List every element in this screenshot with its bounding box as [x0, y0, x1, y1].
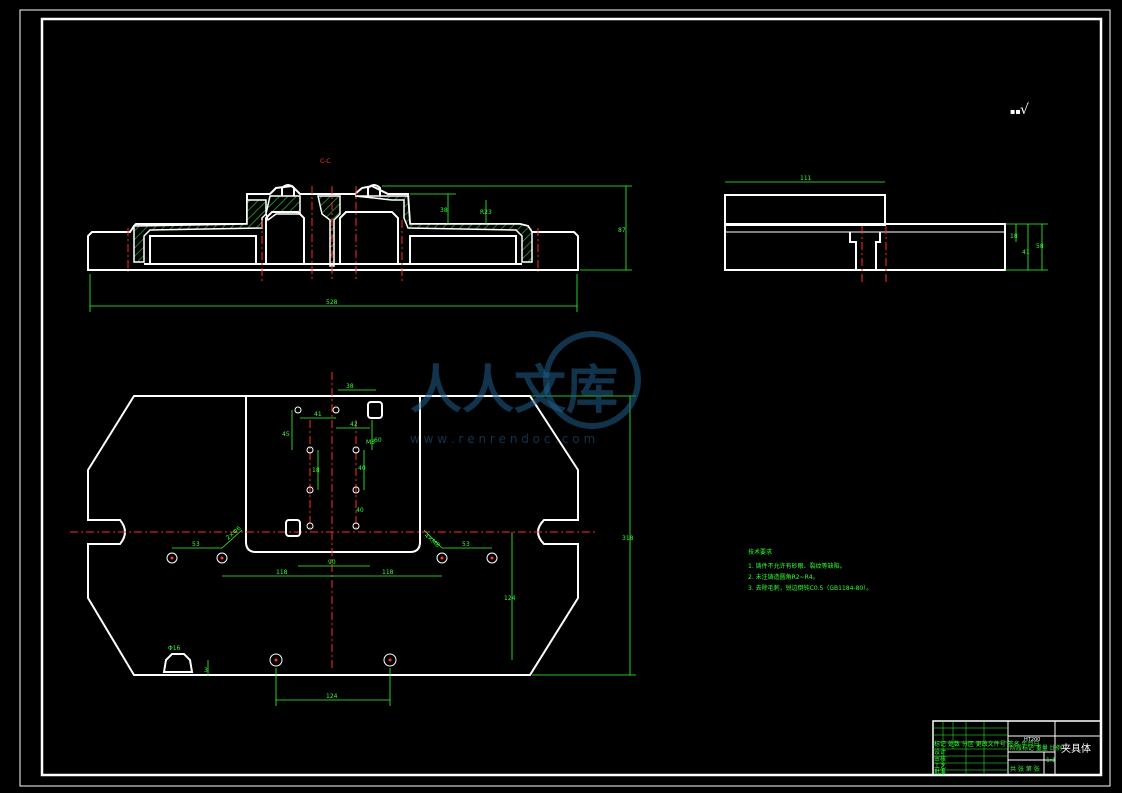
- pd-124v: 124: [504, 595, 516, 602]
- pd-40b: 40: [356, 507, 364, 514]
- pd-slot: Φ16: [168, 645, 181, 652]
- notes-heading: 技术要求: [748, 548, 772, 556]
- side-view: 111 18 41 58: [724, 175, 1048, 284]
- plan-pocket: [245, 396, 421, 553]
- pd-45: 45: [282, 431, 290, 438]
- roughness-icon: √: [1020, 102, 1029, 118]
- pd-318: 318: [622, 535, 634, 542]
- side-slot: [849, 232, 881, 270]
- pd-60: 60: [374, 437, 382, 444]
- side-top-block: [724, 194, 886, 226]
- tb-row-1: 设计: [934, 748, 946, 756]
- outer-border: [19, 9, 1111, 787]
- pd-53a: 53: [192, 541, 200, 548]
- inner-border: [40, 17, 1103, 777]
- watermark: 人人文库 w w w . r e n r e n d o c . c o m: [410, 331, 641, 446]
- note-2: 2. 未注铸造圆角R2~R4。: [748, 573, 819, 581]
- roughness-mark: ▪▪: [1010, 107, 1021, 116]
- side-dim-h1: 18: [1010, 233, 1018, 240]
- pd-hole-b-leader: [423, 529, 443, 549]
- plan-outline: [87, 395, 579, 676]
- pd-124h: 124: [326, 693, 338, 700]
- side-dim-h2: 41: [1022, 249, 1030, 256]
- section-view: C-C 528 87 38: [87, 158, 632, 312]
- tb-stage: 阶段标记 重量 比例: [1010, 744, 1062, 752]
- side-dim-width: 111: [800, 175, 812, 182]
- dim-rib: 38: [440, 207, 448, 214]
- plan-holes: [166, 401, 498, 667]
- plan-view: 38 41 42 45 60 18 40 40 53 53 90 118 118…: [70, 372, 636, 706]
- technical-notes: 技术要求 1. 铸件不允许有砂眼、裂纹等缺陷。 2. 未注铸造圆角R2~R4。 …: [748, 548, 872, 592]
- tb-part-code: HT200: [1024, 737, 1040, 743]
- tb-row-2: 审核: [934, 755, 946, 763]
- section-hatch-right: [354, 195, 533, 263]
- watermark-logo-icon: [543, 331, 641, 429]
- pd-hole-b: 4×M8: [423, 532, 441, 549]
- note-3: 3. 去除毛刺，锐边倒钝C0.5（GB1184-80）。: [748, 584, 872, 592]
- pd-90: 90: [328, 559, 336, 566]
- pd-38: 38: [346, 383, 354, 390]
- tb-part-name: 夹具体: [1061, 742, 1091, 755]
- pd-hole-a-leader: [221, 529, 243, 549]
- note-1: 1. 铸件不允许有砂眼、裂纹等缺陷。: [748, 562, 846, 570]
- section-hatch-center-left: [265, 195, 301, 222]
- pd-118b: 118: [382, 569, 394, 576]
- plan-clamp: [162, 653, 194, 673]
- tb-sheet: 共 张 第 张: [1010, 765, 1040, 773]
- dim-step: R23: [480, 209, 492, 216]
- bolt-right: [367, 184, 381, 196]
- tb-row-3: 工艺: [934, 762, 946, 770]
- tb-row-0: 标记 处数 分区 更改文件号 签名 年月日: [934, 740, 1040, 748]
- pd-53b: 53: [462, 541, 470, 548]
- cavity-center-left: [265, 211, 305, 264]
- side-base: [724, 223, 1006, 271]
- pd-42: 42: [350, 421, 358, 428]
- pd-41: 41: [314, 411, 322, 418]
- pd-118a: 118: [276, 569, 288, 576]
- side-dim-h3: 58: [1036, 243, 1044, 250]
- section-hatch-center: [317, 195, 341, 267]
- tb-row-4: 批准: [934, 768, 946, 776]
- bolt-left: [281, 184, 295, 196]
- pd-40: 40: [358, 465, 366, 472]
- pd-hole-c: M8: [366, 439, 375, 446]
- title-block: 标记 处数 分区 更改文件号 签名 年月日 设计 审核 工艺 批准 HT200 …: [932, 720, 1102, 776]
- dim-total: 528: [326, 299, 338, 306]
- cavity-left: [149, 235, 257, 264]
- cavity-right: [409, 235, 517, 264]
- watermark-url: w w w . r e n r e n d o c . c o m: [410, 432, 595, 446]
- dim-height: 87: [618, 227, 626, 234]
- tb-scale: 1:1: [1046, 757, 1056, 764]
- pd-edge: 3: [204, 667, 208, 674]
- watermark-brand: 人人文库: [410, 361, 618, 421]
- cavity-center-right: [339, 211, 399, 264]
- pd-hole-a: 2×Φ6: [225, 525, 243, 542]
- section-label: C-C: [320, 158, 331, 165]
- pd-18: 18: [312, 467, 320, 474]
